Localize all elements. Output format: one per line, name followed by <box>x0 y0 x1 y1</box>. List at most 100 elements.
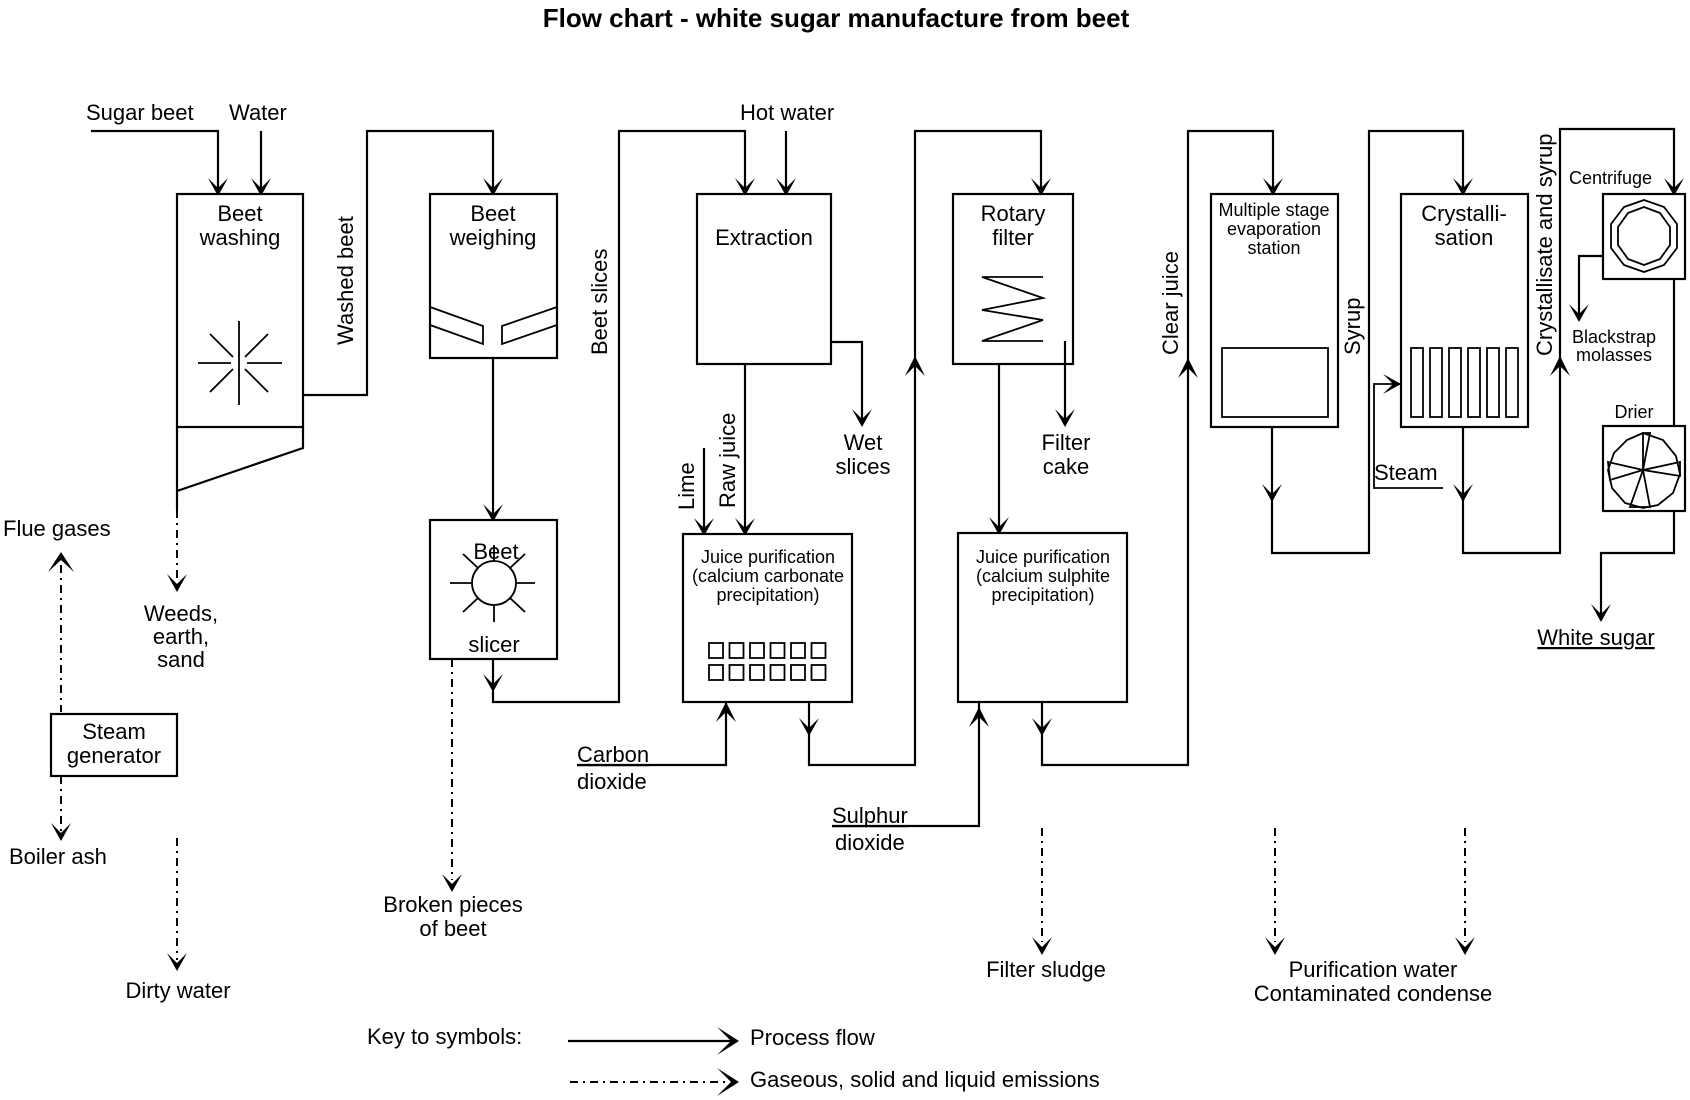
svg-text:washing: washing <box>199 225 281 250</box>
step-crystallisation: Crystalli- sation <box>1399 192 1530 429</box>
label-syrup: Syrup <box>1340 298 1365 355</box>
arrow-icon <box>905 356 925 376</box>
tank-cell <box>728 664 745 681</box>
svg-text:Rotary: Rotary <box>981 201 1046 226</box>
svg-text:Steam: Steam <box>82 719 146 744</box>
flow-sugar-beet <box>91 129 220 194</box>
tank-cell <box>708 642 724 659</box>
arrow-icon <box>1032 937 1052 955</box>
crystalliser-tube <box>1467 347 1481 418</box>
tank-cell <box>790 642 806 659</box>
label-water: Water <box>229 100 287 125</box>
svg-text:Beet: Beet <box>470 201 515 226</box>
svg-text:filter: filter <box>992 225 1034 250</box>
label-boiler-ash: Boiler ash <box>9 844 107 869</box>
step-drier <box>1601 424 1687 513</box>
step-beet-slicer: Beet slicer <box>428 518 559 661</box>
svg-text:sation: sation <box>1435 225 1494 250</box>
tank-cell <box>810 642 827 659</box>
tank-cell <box>810 664 827 681</box>
step-evaporation: Multiple stage evaporation station <box>1209 192 1340 429</box>
flow-molasses <box>1577 254 1603 320</box>
arrow-icon <box>717 1068 739 1096</box>
svg-text:Extraction: Extraction <box>715 225 813 250</box>
svg-text:Beet: Beet <box>473 539 518 564</box>
tank-cell <box>728 642 745 659</box>
flow-white-sugar <box>1599 511 1676 620</box>
label-raw-juice: Raw juice <box>715 413 740 508</box>
step-juice-purification-sulphite: Juice purification (calcium sulphite pre… <box>956 531 1129 704</box>
label-beet-slices: Beet slices <box>587 249 612 355</box>
flow-steam <box>1373 383 1443 489</box>
label-sulphur-dioxide: Sulphur <box>832 803 908 828</box>
svg-text:Multiple stage: Multiple stage <box>1218 200 1329 220</box>
label-dirty-water: Dirty water <box>125 978 230 1003</box>
step-juice-purification-carbonate: Juice purification (calcium carbonate pr… <box>681 532 854 704</box>
svg-text:molasses: molasses <box>1576 345 1652 365</box>
label-carbon-dioxide: Carbon <box>577 742 649 767</box>
drier-blades-icon <box>1606 432 1681 508</box>
flow-syrup <box>1270 129 1465 555</box>
svg-text:(calcium carbonate: (calcium carbonate <box>692 566 844 586</box>
crystalliser-tube <box>1429 347 1443 418</box>
step-beet-washing: Beet washing <box>175 192 305 510</box>
crystalliser-tube <box>1410 347 1424 418</box>
flow-carbon-dioxide <box>577 702 728 767</box>
crystalliser-tubes-icon <box>1410 347 1519 418</box>
svg-text:station: station <box>1247 238 1300 258</box>
label-wet-slices: Wet <box>844 430 883 455</box>
svg-text:precipitation): precipitation) <box>991 585 1094 605</box>
tank-cell <box>769 642 786 659</box>
evaporator-icon <box>1221 347 1329 418</box>
svg-text:of beet: of beet <box>419 916 486 941</box>
label-flue-gases: Flue gases <box>3 516 111 541</box>
label-clear-juice: Clear juice <box>1158 251 1183 355</box>
drier-icon <box>1607 432 1681 509</box>
label-lime: Lime <box>674 462 699 510</box>
chart-title: Flow chart - white sugar manufacture fro… <box>543 3 1130 33</box>
arrow-icon <box>1265 937 1285 955</box>
arrow-icon <box>1383 374 1401 394</box>
svg-text:Juice purification: Juice purification <box>976 547 1110 567</box>
step-extraction: Extraction <box>695 192 833 366</box>
label-contaminated-condense: Contaminated condense <box>1254 981 1493 1006</box>
label-hot-water: Hot water <box>740 100 834 125</box>
svg-text:earth,: earth, <box>153 624 209 649</box>
arrow-icon <box>1455 937 1475 955</box>
label-washed-beet: Washed beet <box>333 216 358 345</box>
label-steam: Steam <box>1374 460 1438 485</box>
label-drier: Drier <box>1615 402 1654 422</box>
arrow-icon <box>167 953 187 971</box>
svg-text:Beet: Beet <box>217 201 262 226</box>
flow-washed-beet <box>303 129 495 397</box>
label-white-sugar: White sugar <box>1537 625 1654 650</box>
label-filter-cake: Filter <box>1042 430 1091 455</box>
svg-text:generator: generator <box>67 743 161 768</box>
arrow-icon <box>1178 358 1198 378</box>
flow-wet-slices <box>831 340 864 425</box>
label-purification-water: Purification water <box>1289 957 1458 982</box>
arrow-icon <box>716 702 736 722</box>
centrifuge-inner-icon <box>1617 206 1671 266</box>
arrow-icon <box>969 707 989 727</box>
centrifuge-icon <box>1610 199 1678 273</box>
tank-cell <box>708 664 724 681</box>
svg-text:Juice purification: Juice purification <box>701 547 835 567</box>
scale-icon <box>429 306 558 346</box>
step-steam-generator: Steam generator <box>49 712 179 778</box>
tank-cell <box>769 664 786 681</box>
legend-emissions: Gaseous, solid and liquid emissions <box>750 1067 1100 1092</box>
filter-icon <box>981 276 1047 342</box>
arrow-icon <box>48 552 74 572</box>
precipitation-tanks-icon <box>708 642 827 681</box>
tank-cell <box>749 642 765 659</box>
arrow-icon <box>442 874 462 892</box>
label-broken-pieces: Broken pieces <box>383 892 522 917</box>
label-sugar-beet: Sugar beet <box>86 100 194 125</box>
svg-text:(calcium sulphite: (calcium sulphite <box>976 566 1110 586</box>
crystalliser-tube <box>1448 347 1462 418</box>
svg-text:weighing: weighing <box>449 225 537 250</box>
crystalliser-tube <box>1486 347 1500 418</box>
label-filter-sludge: Filter sludge <box>986 957 1106 982</box>
